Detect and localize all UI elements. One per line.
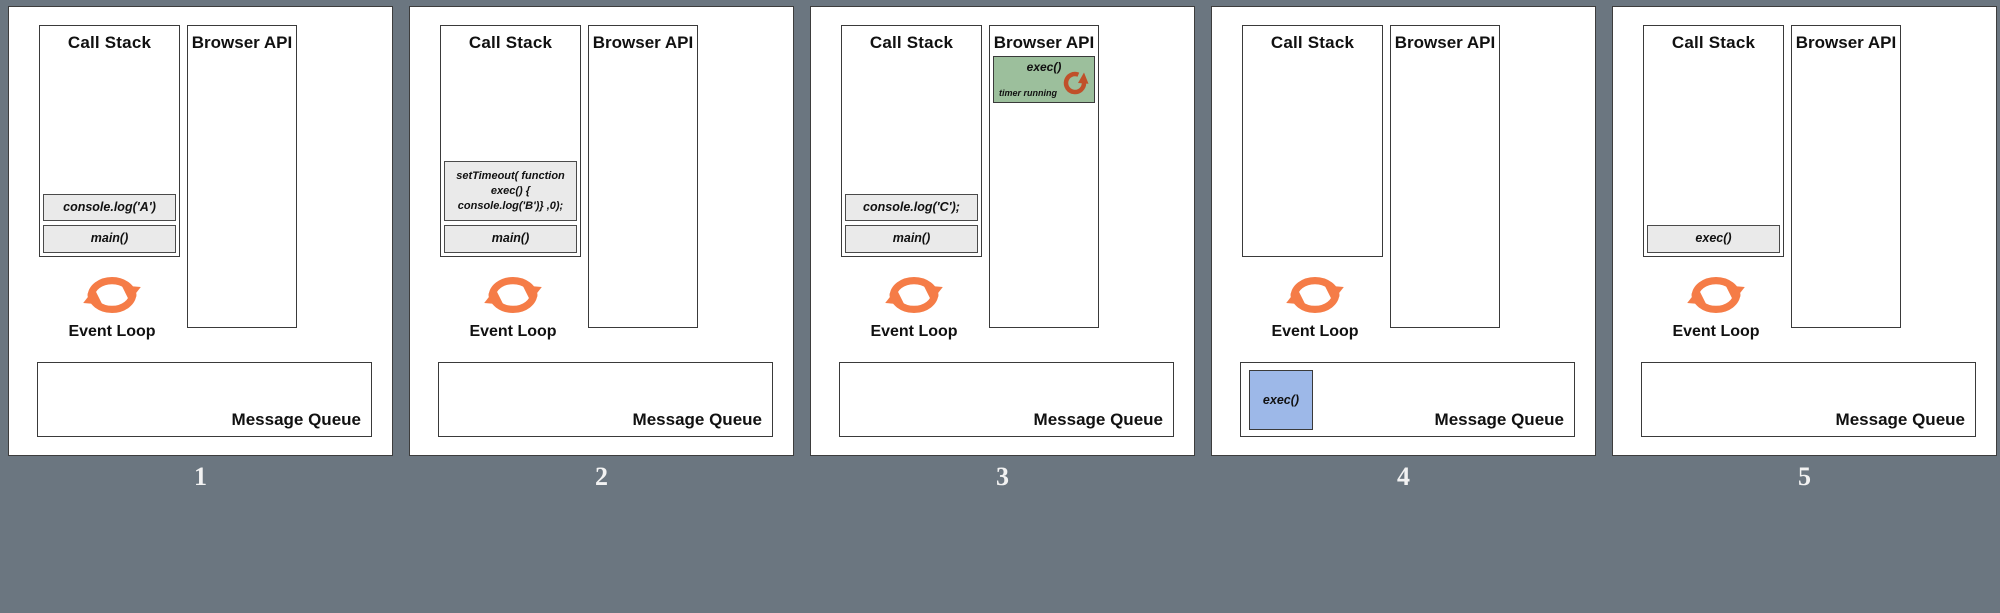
event-loop-group: Event Loop <box>1260 269 1370 341</box>
call-stack-frames: console.log('C'); main() <box>845 193 978 253</box>
browser-api-title: Browser API <box>1394 33 1496 52</box>
message-queue-box: Message Queue <box>37 362 372 437</box>
call-stack-box: Call Stack console.log('C'); main() <box>841 25 982 257</box>
message-queue-box: Message Queue <box>839 362 1174 437</box>
event-loop-group: Event Loop <box>57 269 167 341</box>
call-stack-frames: console.log('A') main() <box>43 193 176 253</box>
message-queue-box: exec() Message Queue <box>1240 362 1575 437</box>
browser-api-title: Browser API <box>993 33 1095 52</box>
timer-function-label: exec() <box>1026 60 1062 74</box>
browser-api-timer-box: exec() timer running <box>993 56 1095 103</box>
event-loop-icon <box>882 269 946 321</box>
diagram-panel: Call Stack setTimeout( function exec() {… <box>409 6 794 456</box>
call-stack-title: Call Stack <box>468 33 553 52</box>
stack-frame: main() <box>444 225 577 253</box>
browser-api-box: Browser API <box>1791 25 1901 328</box>
event-loop-icon <box>1684 269 1748 321</box>
panel-number-label: 3 <box>996 462 1009 491</box>
stack-frame: main() <box>43 225 176 253</box>
stack-frame: setTimeout( function exec() { console.lo… <box>444 160 577 222</box>
call-stack-frames: setTimeout( function exec() { console.lo… <box>444 160 577 253</box>
panel-wrapper-2: Call Stack setTimeout( function exec() {… <box>409 6 794 490</box>
message-queue-box: Message Queue <box>1641 362 1976 437</box>
call-stack-box: Call Stack exec() <box>1643 25 1784 257</box>
event-loop-label: Event Loop <box>469 323 557 340</box>
message-queue-label: Message Queue <box>1835 410 1965 429</box>
message-queue-label: Message Queue <box>1033 410 1163 429</box>
panel-wrapper-3: Call Stack console.log('C'); main() Brows… <box>810 6 1195 490</box>
diagram-panel: Call Stack console.log('A') main() Browse… <box>8 6 393 456</box>
event-loop-label: Event Loop <box>1672 323 1760 340</box>
event-loop-icon <box>481 269 545 321</box>
event-loop-group: Event Loop <box>859 269 969 341</box>
browser-api-box: Browser API <box>1390 25 1500 328</box>
event-loop-group: Event Loop <box>1661 269 1771 341</box>
panel-wrapper-5: Call Stack exec() Browser API <box>1612 6 1997 490</box>
message-queue-item: exec() <box>1249 370 1313 430</box>
event-loop-label: Event Loop <box>1271 323 1359 340</box>
call-stack-box: Call Stack setTimeout( function exec() {… <box>440 25 581 257</box>
event-loop-group: Event Loop <box>458 269 568 341</box>
event-loop-icon <box>1283 269 1347 321</box>
timer-spinner-icon <box>1060 68 1090 98</box>
message-queue-label: Message Queue <box>632 410 762 429</box>
browser-api-title: Browser API <box>592 33 694 52</box>
message-queue-label: Message Queue <box>1434 410 1564 429</box>
diagram-panel: Call Stack Browser API <box>1211 6 1596 456</box>
browser-api-box: Browser API <box>588 25 698 328</box>
event-loop-icon <box>80 269 144 321</box>
call-stack-title: Call Stack <box>1671 33 1756 52</box>
browser-api-box: Browser API exec() timer running <box>989 25 1099 328</box>
browser-api-title: Browser API <box>191 33 293 52</box>
stack-frame: main() <box>845 225 978 253</box>
browser-api-box: Browser API <box>187 25 297 328</box>
call-stack-title: Call Stack <box>869 33 954 52</box>
diagram-panel: Call Stack console.log('C'); main() Brows… <box>810 6 1195 456</box>
timer-status-label: timer running <box>999 88 1057 98</box>
message-queue-box: Message Queue <box>438 362 773 437</box>
diagram-panel: Call Stack exec() Browser API <box>1612 6 1997 456</box>
panel-number-label: 5 <box>1798 462 1811 491</box>
panel-wrapper-1: Call Stack console.log('A') main() Browse… <box>8 6 393 490</box>
panel-number-label: 4 <box>1397 462 1410 491</box>
panel-wrapper-4: Call Stack Browser API <box>1211 6 1596 490</box>
stack-frame: exec() <box>1647 225 1780 253</box>
stack-frame: console.log('A') <box>43 193 176 222</box>
call-stack-title: Call Stack <box>67 33 152 52</box>
call-stack-title: Call Stack <box>1270 33 1355 52</box>
call-stack-frames: exec() <box>1647 225 1780 253</box>
panel-number-label: 2 <box>595 462 608 491</box>
browser-api-title: Browser API <box>1795 33 1897 52</box>
event-loop-label: Event Loop <box>68 323 156 340</box>
message-queue-label: Message Queue <box>231 410 361 429</box>
stack-frame: console.log('C'); <box>845 193 978 222</box>
call-stack-box: Call Stack <box>1242 25 1383 257</box>
event-loop-label: Event Loop <box>870 323 958 340</box>
panel-number-label: 1 <box>194 462 207 491</box>
call-stack-box: Call Stack console.log('A') main() <box>39 25 180 257</box>
